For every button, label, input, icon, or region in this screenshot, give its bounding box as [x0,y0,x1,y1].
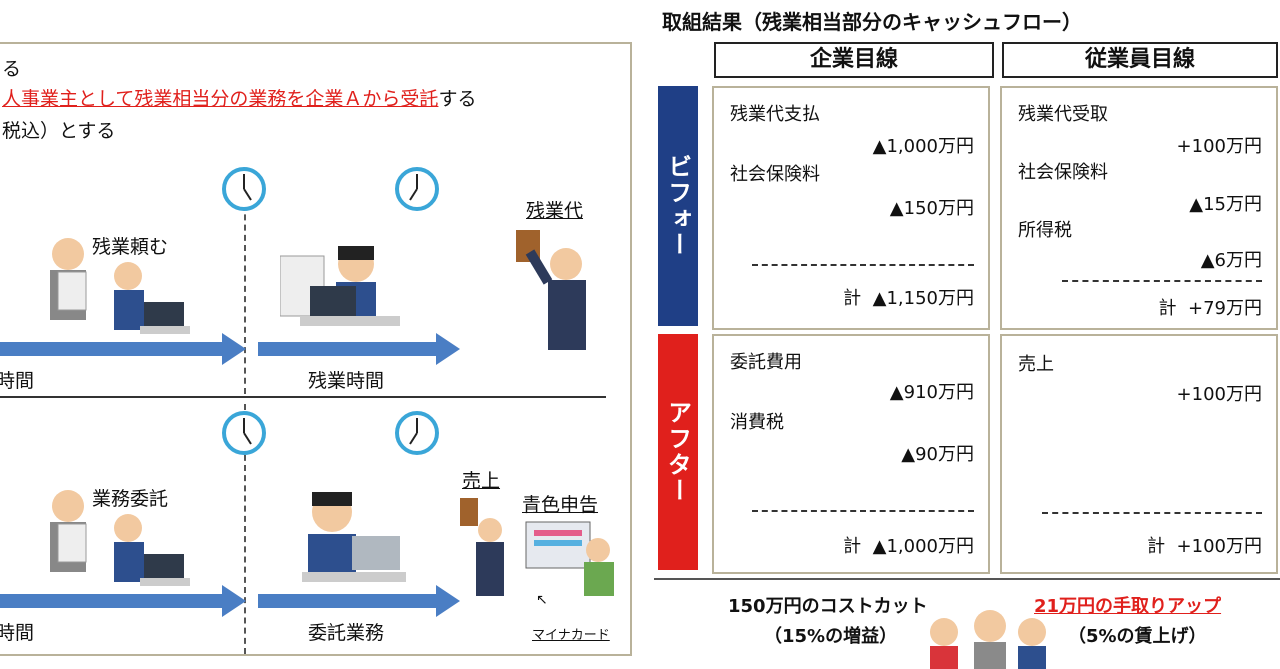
sum-divider [752,264,974,266]
boss-and-worker-illustration [50,238,190,334]
intro-tail: する [438,88,477,110]
divider-dashed-1 [244,194,246,394]
footer-separator [654,578,1280,580]
before-band: ビフォー [658,86,698,326]
item-value: +100万円 [1176,136,1262,157]
speech-outsourcing: 業務委託 [92,488,169,510]
item-value: ▲90万円 [901,444,974,465]
money-raise-illustration [516,230,586,350]
intro-line-2: 人事業主として残業相当分の業務を企業Ａから受託する [2,84,476,111]
total-label: 計 [843,536,862,557]
sum-divider [752,510,974,512]
after-company-box: 委託費用 ▲910万円 消費税 ▲90万円 計 ▲1,000万円 [712,334,990,574]
item-value: ▲150万円 [889,198,974,219]
item-label: 社会保険料 [730,164,820,185]
time-arrow-1 [0,333,246,365]
clock-icon [395,411,439,455]
speech-overtime-request: 残業頼む [92,236,169,258]
time-label-2: 時間 [0,622,35,644]
busy-worker-illustration [280,246,400,326]
intro-line-1: る [2,58,22,80]
item-label: 残業代支払 [730,104,820,125]
self-employed-illustration [460,498,614,596]
total-value: +100万円 [1176,536,1262,557]
takehome-up-text: 21万円の手取りアップ [1034,596,1222,617]
item-label: 残業代受取 [1018,104,1108,125]
sum-divider [1042,512,1262,514]
total-value: ▲1,150万円 [872,288,974,309]
sum-divider [1062,280,1262,282]
item-label: 社会保険料 [1018,162,1108,183]
divider-dashed-2 [244,404,246,654]
total-label: 計 [1147,536,1166,557]
total-value: ▲1,000万円 [872,536,974,557]
my-number-card-label: マイナカード [532,628,610,643]
total-row: 計 +100万円 [1147,532,1262,558]
overtime-arrow-1 [258,333,460,365]
after-employee-box: 売上 +100万円 計 +100万円 [1000,334,1278,574]
scene-separator [0,396,606,398]
item-label: 消費税 [730,412,784,433]
item-value: +100万円 [1176,384,1262,405]
card-arrow-icon: ↖ [536,592,548,608]
before-employee-box: 残業代受取 +100万円 社会保険料 ▲15万円 所得税 ▲6万円 計 +79万… [1000,86,1278,330]
employee-view-header: 従業員目線 [1002,42,1278,78]
item-label: 委託費用 [730,352,802,373]
total-row: 計 ▲1,150万円 [843,284,974,310]
company-view-header: 企業目線 [714,42,994,78]
blue-return-label: 青色申告 [522,494,599,516]
time-arrow-2 [0,585,246,617]
focused-worker-illustration [302,492,406,582]
outsource-arrow-2 [258,585,460,617]
before-company-box: 残業代支払 ▲1,000万円 社会保険料 ▲150万円 計 ▲1,150万円 [712,86,990,330]
clock-icon [222,411,266,455]
sales-label: 売上 [462,470,501,492]
total-label: 計 [1158,298,1177,319]
clock-icon [222,167,266,211]
scenario-panel: る 人事業主として残業相当分の業務を企業Ａから受託する 税込）とする 残業頼む … [0,42,632,656]
total-row: 計 ▲1,000万円 [843,532,974,558]
total-row: 計 +79万円 [1159,294,1262,320]
takehome-up-sub: （5%の賃上げ） [1068,626,1207,647]
overtime-hours-label: 残業時間 [308,370,385,392]
intro-red-text: 人事業主として残業相当分の業務を企業Ａから受託 [2,88,439,110]
item-label: 所得税 [1018,220,1072,241]
cost-cut-sub: （15%の増益） [764,626,898,647]
item-value: ▲910万円 [889,382,974,403]
clock-icon [395,167,439,211]
page-title: 取組結果（残業相当部分のキャッシュフロー） [662,10,1082,34]
intro-line-3: 税込）とする [2,120,116,142]
cost-cut-text: 150万円のコストカット [728,596,928,617]
item-value: ▲1,000万円 [872,136,974,157]
time-label-1: 時間 [0,370,35,392]
item-value: ▲6万円 [1200,250,1262,271]
boss-and-worker-illustration [50,490,190,586]
total-label: 計 [843,288,862,309]
outsourced-work-label: 委託業務 [308,622,385,644]
item-value: ▲15万円 [1189,194,1262,215]
item-label: 売上 [1018,354,1054,375]
after-band: アフター [658,334,698,570]
overtime-pay-label: 残業代 [526,200,584,222]
staff-group-illustration [930,610,1046,669]
total-value: +79万円 [1188,298,1262,319]
